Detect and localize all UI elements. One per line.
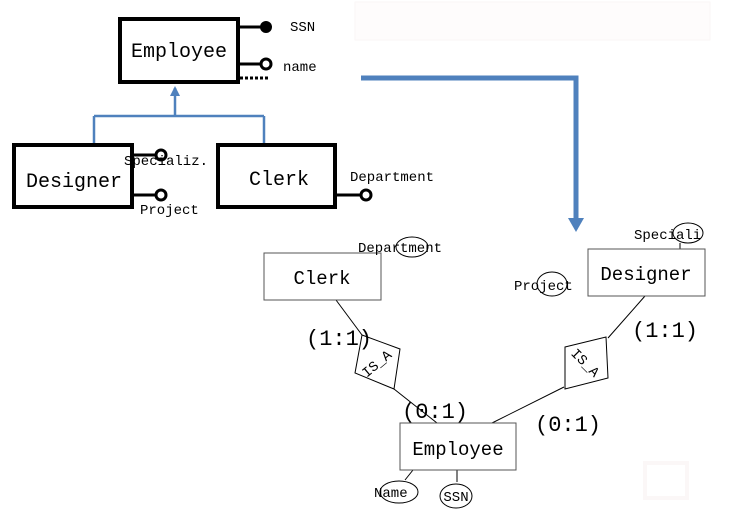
generalization-connector xyxy=(92,86,266,144)
top-employee-label: Employee xyxy=(131,41,227,64)
cardinality-clerk: (1:1) xyxy=(306,327,372,352)
arrow-down-icon xyxy=(568,218,584,232)
bottom-employee-ssn-label: SSN xyxy=(443,490,468,506)
top-designer-specialization-label: Specializ. xyxy=(124,154,208,170)
bottom-designer-label: Designer xyxy=(600,264,691,286)
faint-placeholder-box xyxy=(354,1,711,41)
bottom-employee-entity[interactable]: Employee xyxy=(399,422,517,471)
top-employee-ssn-label: SSN xyxy=(290,20,315,36)
bottom-designer-specialization-label: Speciali xyxy=(634,228,701,244)
top-designer-label: Designer xyxy=(26,171,122,194)
attribute-icon xyxy=(359,188,373,202)
isa-relationship-right[interactable]: IS_A xyxy=(564,336,609,390)
cardinality-employee-right: (0:1) xyxy=(535,413,601,438)
bottom-employee-name-label: Name xyxy=(374,486,408,502)
transformation-arrow xyxy=(361,75,584,232)
faint-placeholder-box-small xyxy=(643,461,689,500)
top-designer-project-label: Project xyxy=(140,203,199,219)
bottom-employee-label: Employee xyxy=(412,439,503,461)
department-attribute-ellipse[interactable] xyxy=(395,236,429,258)
key-attribute-icon xyxy=(260,21,272,33)
bottom-designer-project-label: Project xyxy=(514,279,573,295)
cardinality-employee-left: (0:1) xyxy=(402,400,468,425)
top-clerk-department-label: Department xyxy=(350,170,434,186)
attribute-icon xyxy=(154,188,168,202)
arrowhead-icon xyxy=(170,86,180,96)
name-attribute-ellipse[interactable] xyxy=(379,480,419,504)
bottom-clerk-department-label: Department xyxy=(358,241,442,257)
bottom-clerk-entity[interactable]: Clerk xyxy=(263,252,382,301)
cardinality-designer: (1:1) xyxy=(632,319,698,344)
top-employee-name-label: name xyxy=(283,60,317,76)
top-clerk-label: Clerk xyxy=(249,169,309,192)
attribute-icon xyxy=(154,148,168,162)
ssn-attribute-ellipse[interactable] xyxy=(439,483,473,509)
project-attribute-ellipse[interactable] xyxy=(536,271,568,297)
isa-relationship-left[interactable]: IS_A xyxy=(354,334,401,390)
specialization-attribute-ellipse[interactable] xyxy=(672,222,704,244)
top-employee-entity[interactable]: Employee xyxy=(118,17,240,84)
bottom-er-diagram: Clerk Department IS_A (1:1) Designer Spe… xyxy=(263,222,706,509)
bottom-designer-entity[interactable]: Designer xyxy=(587,248,706,297)
top-clerk-entity[interactable]: Clerk xyxy=(216,143,337,209)
bottom-clerk-label: Clerk xyxy=(293,268,350,290)
attribute-icon xyxy=(259,57,273,71)
top-designer-entity[interactable]: Designer xyxy=(12,143,134,209)
top-generalization-diagram: Employee SSN name Designer Specializ. Pr… xyxy=(12,17,434,219)
